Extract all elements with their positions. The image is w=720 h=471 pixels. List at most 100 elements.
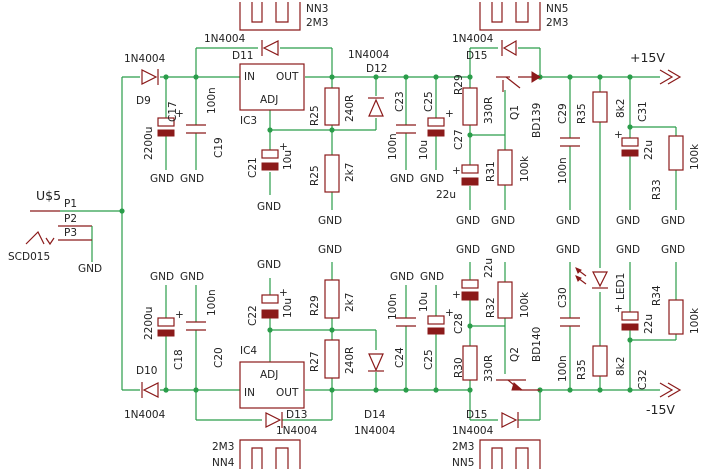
ic4-out: OUT (276, 387, 299, 399)
r35-top-value: 8k2 (615, 99, 627, 118)
c24-gnd: GND (390, 271, 414, 283)
ic4-regulator (239, 361, 305, 409)
c31-capacitor: + (614, 129, 639, 157)
c25-bottom-value: 10u (418, 292, 430, 312)
r33-name: R33 (651, 179, 663, 200)
connector-u5 (25, 210, 93, 262)
d11-name: D11 (232, 50, 253, 62)
c27-value: 22u (436, 189, 456, 201)
c25-bottom-name: C25 (423, 349, 435, 370)
c25-bottom-capacitor: + (427, 307, 454, 335)
r31-gnd: GND (491, 215, 515, 227)
ic3-out: OUT (276, 71, 299, 83)
d10-diode (141, 382, 159, 398)
r34-resistor (668, 299, 684, 335)
c21-gnd: GND (257, 201, 281, 213)
negative-rail-label: -15V (646, 402, 675, 417)
r25b-value: 2k7 (344, 163, 356, 182)
d12-value: 1N4004 (348, 49, 390, 61)
d15-bottom-value: 1N4004 (452, 425, 494, 437)
c21-value: 10u (282, 150, 294, 170)
c17-gnd: GND (150, 173, 174, 185)
r33-resistor (668, 135, 684, 171)
c22-capacitor: + (261, 287, 288, 319)
svg-text:+: + (445, 307, 454, 319)
connector-gnd: GND (78, 263, 102, 275)
r27-resistor (324, 339, 340, 379)
svg-text:+: + (279, 287, 288, 299)
c20-gnd: GND (180, 271, 204, 283)
c32-gnd: GND (616, 244, 640, 256)
heatsink-nn5-bottom-part: 2M3 (452, 441, 474, 453)
r32-name: R32 (485, 297, 497, 318)
r33-gnd: GND (661, 215, 685, 227)
ic4-in: IN (244, 387, 255, 399)
c17-capacitor: + (157, 108, 184, 137)
c25-gnd: GND (420, 173, 444, 185)
c20-value: 100n (206, 289, 218, 316)
r33-value: 100k (689, 143, 701, 170)
r35-top-resistor (592, 91, 608, 123)
r29-name: R29 (453, 74, 465, 95)
r32-value: 100k (519, 291, 531, 318)
r32-gnd: GND (491, 244, 515, 256)
svg-text:+: + (452, 289, 461, 301)
d15-bottom-name: D15 (466, 409, 487, 421)
svg-text:+: + (614, 303, 623, 315)
c23-gnd: GND (390, 173, 414, 185)
c18-name: C18 (173, 349, 185, 370)
r35-top-name: R35 (576, 103, 588, 124)
c28-gnd: GND (456, 244, 480, 256)
q2-value: BD140 (531, 327, 543, 362)
connector-pin-2: P2 (64, 213, 77, 225)
ic4-adj: ADJ (260, 369, 278, 381)
c20-name: C20 (213, 347, 225, 368)
c30-value: 100n (557, 355, 569, 382)
negative-junctions (163, 323, 633, 393)
r29-bottom-name: R29 (309, 295, 321, 316)
r35-bottom-resistor (592, 345, 608, 377)
d15-bottom-diode (501, 412, 519, 428)
c18-value: 2200u (143, 307, 155, 340)
q1-name: Q1 (509, 105, 521, 120)
c22-name: C22 (247, 305, 259, 326)
c23-value: 100n (387, 133, 399, 160)
c23-capacitor (396, 124, 416, 134)
d10-name: D10 (136, 365, 157, 377)
r35-bottom-name: R35 (576, 359, 588, 380)
c25-capacitor: + (427, 108, 454, 137)
r25a-resistor (324, 87, 340, 126)
c27-name: C27 (453, 129, 465, 150)
r25b-gnd: GND (318, 215, 342, 227)
heatsink-nn4 (239, 439, 301, 469)
c19-gnd: GND (180, 173, 204, 185)
c24-name: C24 (394, 347, 406, 368)
c25-name: C25 (423, 91, 435, 112)
c19-name: C19 (213, 137, 225, 158)
heatsink-nn3-label: NN3 (306, 3, 328, 15)
svg-text:+: + (445, 108, 454, 120)
r25b-resistor (324, 154, 340, 193)
c19-capacitor (186, 124, 206, 134)
connector-pin-1: P1 (64, 198, 77, 210)
d11-value: 1N4004 (204, 33, 246, 45)
svg-text:+: + (614, 129, 623, 141)
r31-resistor (497, 149, 513, 186)
r29-value: 330R (483, 97, 495, 124)
c32-name: C32 (637, 369, 649, 390)
q2-transistor (496, 379, 540, 391)
r34-value: 100k (689, 307, 701, 334)
c30-capacitor (560, 317, 580, 327)
c25-value: 10u (418, 140, 430, 160)
heatsink-nn5-top-part: 2M3 (546, 17, 568, 29)
c29-capacitor (560, 137, 580, 147)
d15-top-value: 1N4004 (452, 33, 494, 45)
c31-name: C31 (637, 101, 649, 122)
c27-gnd: GND (456, 215, 480, 227)
connector-pin-3: P3 (64, 227, 77, 239)
c29-gnd: GND (556, 215, 580, 227)
c27-capacitor: + (452, 164, 479, 186)
d13-name: D13 (286, 409, 307, 421)
heatsink-nn3-part: 2M3 (306, 17, 328, 29)
c32-value: 22u (643, 314, 655, 334)
